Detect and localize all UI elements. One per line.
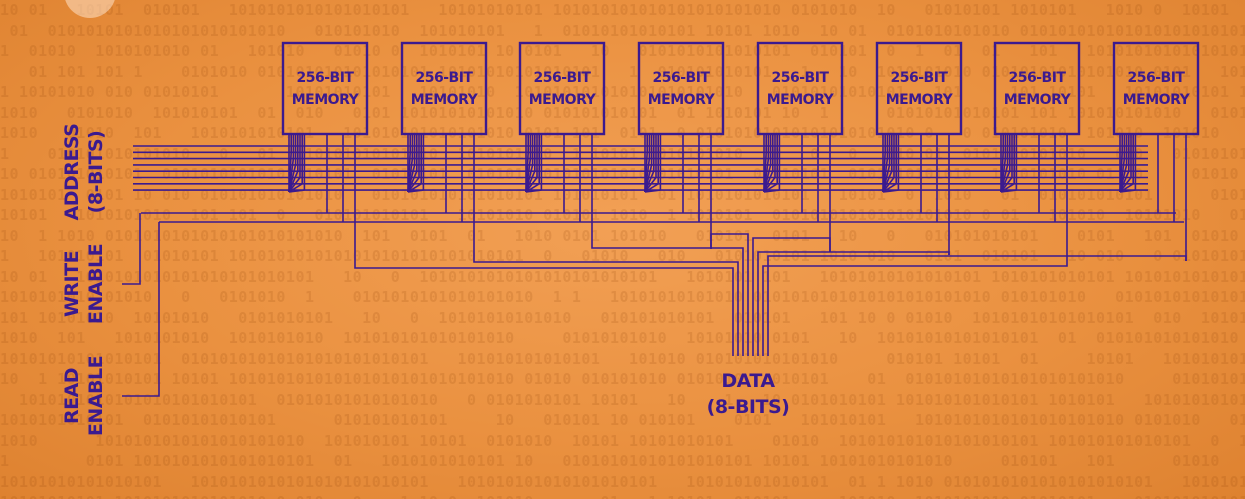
address-fan-line — [288, 183, 303, 193]
address-fan-line — [882, 170, 893, 193]
data-bus-line — [757, 251, 950, 356]
data-bus-line — [354, 240, 734, 356]
address-fan-line — [1119, 183, 1134, 193]
memory-chip-box — [993, 41, 1081, 136]
memory-chip-line1: 256-BIT — [653, 70, 711, 86]
memory-chip-line2: MEMORY — [411, 92, 479, 108]
address-fan-line — [1000, 177, 1013, 193]
data-bus-line — [762, 258, 1068, 356]
read-enable-label: READ ENABLE — [61, 356, 107, 436]
address-fan-line — [407, 183, 422, 193]
write-enable-label: WRITE ENABLE — [61, 244, 107, 324]
address-fan-line — [1000, 170, 1011, 193]
memory-chip-line2: MEMORY — [886, 92, 954, 108]
memory-chip: 256-BIT MEMORY — [400, 41, 488, 136]
data-label: DATA (8-BITS) — [707, 370, 790, 418]
memory-chip-box — [400, 41, 488, 136]
memory-chip-line1: 256-BIT — [534, 70, 592, 86]
circle-logo-icon — [64, 0, 116, 18]
address-fan-line — [288, 189, 305, 193]
address-fan-line — [644, 170, 655, 193]
memory-chip: 256-BIT MEMORY — [875, 41, 963, 136]
data-label-line2: (8-BITS) — [707, 396, 790, 418]
address-fan-line — [644, 177, 657, 193]
address-fan-line — [763, 170, 774, 193]
memory-chip-line2: MEMORY — [292, 92, 360, 108]
memory-chip-line1: 256-BIT — [772, 70, 830, 86]
address-fan-line — [644, 189, 661, 193]
address-fan-line — [525, 189, 542, 193]
memory-chip: 256-BIT MEMORY — [281, 41, 369, 136]
memory-chip: 256-BIT MEMORY — [993, 41, 1081, 136]
address-fan-line — [1000, 189, 1017, 193]
memory-chip-line2: MEMORY — [1123, 92, 1191, 108]
address-fan-line — [525, 183, 540, 193]
address-fan-line — [882, 183, 897, 193]
wires — [122, 134, 1187, 397]
data-label-line1: DATA — [721, 370, 775, 392]
read-enable-label-line1: READ — [61, 368, 83, 424]
address-fan-line — [288, 177, 301, 193]
memory-chip-box — [637, 41, 725, 136]
address-fan-line — [407, 189, 424, 193]
address-fan-line — [288, 170, 299, 193]
memory-chip-box — [1112, 41, 1200, 136]
memory-chip-line1: 256-BIT — [416, 70, 474, 86]
address-fan-line — [763, 189, 780, 193]
memory-chip-box — [756, 41, 844, 136]
data-bus-line — [710, 233, 749, 356]
data-bus-line — [752, 237, 831, 356]
memory-chip-line1: 256-BIT — [1009, 70, 1067, 86]
memory-chip: 256-BIT MEMORY — [518, 41, 606, 136]
address-fan-line — [407, 177, 420, 193]
memory-chip-line2: MEMORY — [767, 92, 835, 108]
address-fan-line — [407, 170, 418, 193]
address-fan-line — [644, 183, 659, 193]
memory-chip-line2: MEMORY — [1004, 92, 1072, 108]
data-bus-line — [767, 255, 1187, 356]
memory-chip: 256-BIT MEMORY — [1112, 41, 1200, 136]
data-bus-line — [591, 246, 744, 356]
address-label-line1: ADDRESS — [61, 124, 83, 221]
address-fan-line — [882, 189, 899, 193]
address-fan-line — [1000, 183, 1015, 193]
read-enable-label-line2: ENABLE — [85, 356, 107, 436]
address-label-line2: (8-BITS) — [85, 131, 107, 214]
write-enable-feed — [122, 213, 141, 285]
memory-chip-line2: MEMORY — [529, 92, 597, 108]
address-fan-line — [525, 177, 538, 193]
memory-chip: 256-BIT MEMORY — [756, 41, 844, 136]
address-fan-line — [763, 183, 778, 193]
address-fan-line — [1119, 177, 1132, 193]
write-enable-label-line2: ENABLE — [85, 244, 107, 324]
memory-chip-line2: MEMORY — [648, 92, 716, 108]
address-fan-line — [1119, 170, 1130, 193]
memory-chip-line1: 256-BIT — [297, 70, 355, 86]
address-fan-line — [1119, 189, 1136, 193]
memory-chip-box — [518, 41, 606, 136]
address-fan-line — [525, 170, 536, 193]
address-label: ADDRESS (8-BITS) — [61, 124, 107, 221]
address-fan-line — [882, 177, 895, 193]
data-bus-line — [473, 243, 739, 356]
memory-chip: 256-BIT MEMORY — [637, 41, 725, 136]
memory-chip-box — [875, 41, 963, 136]
memory-chips: 256-BITMEMORY256-BITMEMORY256-BITMEMORY2… — [281, 41, 1200, 136]
memory-chip-line1: 256-BIT — [1128, 70, 1186, 86]
read-enable-feed — [122, 222, 160, 397]
write-enable-label-line1: WRITE — [61, 251, 83, 317]
address-fan-line — [763, 177, 776, 193]
memory-chip-box — [281, 41, 369, 136]
memory-chip-line1: 256-BIT — [891, 70, 949, 86]
